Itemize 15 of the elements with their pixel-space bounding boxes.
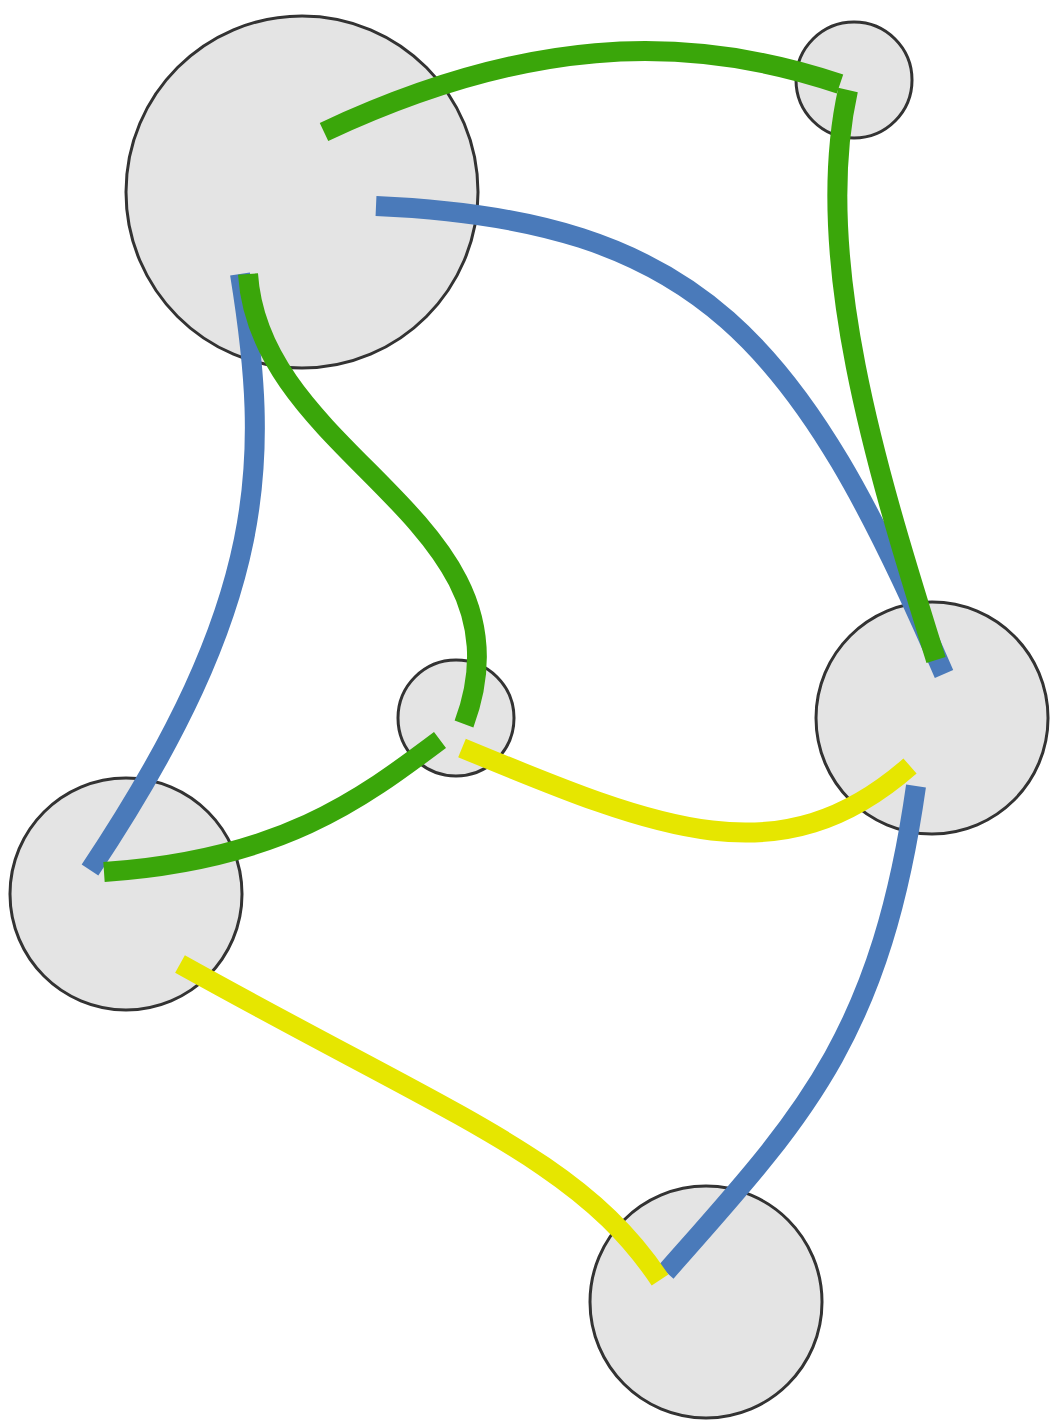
curved-connector <box>103 732 446 882</box>
curved-connector <box>375 196 954 679</box>
curved-connector <box>319 41 843 142</box>
curved-connector <box>81 272 265 876</box>
curved-connector <box>458 738 917 843</box>
circle-node <box>124 14 480 370</box>
curved-connector <box>238 272 486 727</box>
circle-node <box>396 658 516 778</box>
circle-node <box>8 776 244 1012</box>
curved-connector <box>827 88 946 663</box>
curved-connector <box>658 784 926 1279</box>
circle-node <box>794 20 914 140</box>
curved-connector <box>175 955 669 1286</box>
circle-node <box>814 600 1050 836</box>
circle-node <box>588 1184 824 1420</box>
